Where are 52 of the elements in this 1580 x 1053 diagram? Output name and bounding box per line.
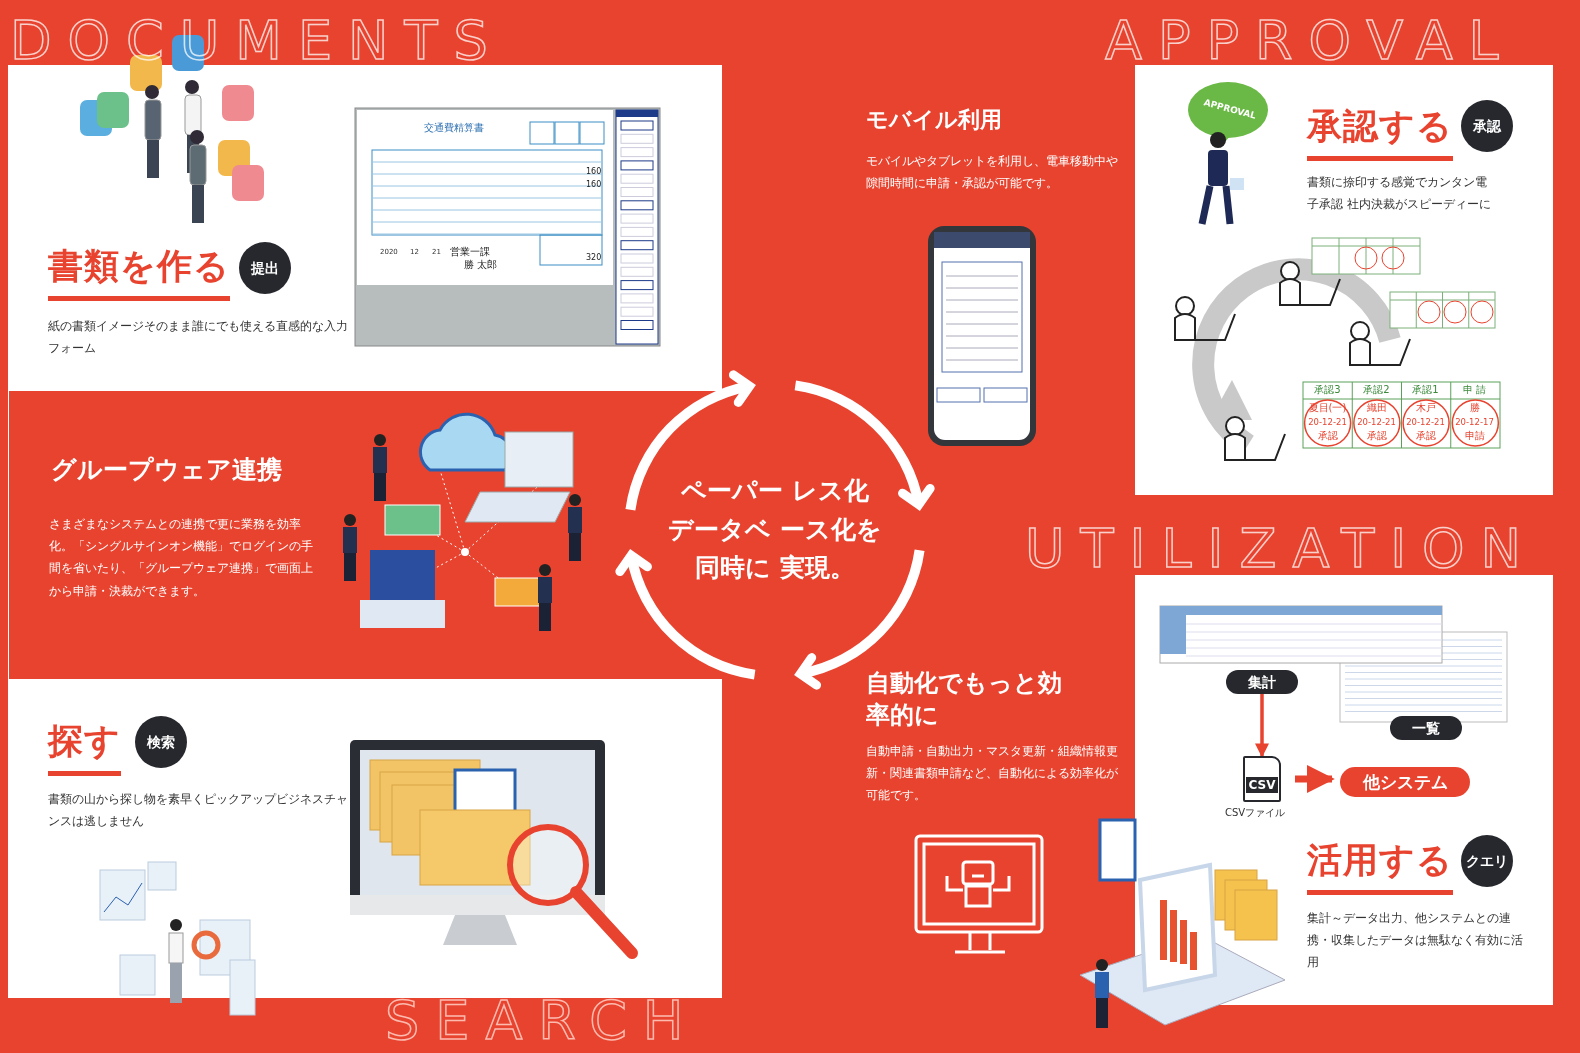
tag-badge: 承認 [1461,100,1513,152]
form-value: 勝 太郎 [464,260,498,270]
stamp-status: 申請 [1463,431,1486,441]
step-pill: 集計 [1226,670,1298,694]
section-heading: 自動化でもっと効率的に [866,668,1063,732]
stamp-date: 20-12-21 [1307,418,1348,427]
stamp-name: 木戸 [1414,403,1437,413]
stamp-name: 織田 [1365,403,1388,413]
stamp-name: 勝 [1468,403,1481,413]
section-heading: グループウェア連携 [51,454,282,486]
stamp-date: 20-12-21 [1405,418,1446,427]
stamp-header: 申 請 [1461,385,1488,395]
description-text: モバイルやタブレットを利用し、電車移動中や隙間時間に申請・承認が可能です。 [866,153,1119,193]
form-value: 320 [586,254,602,262]
stamp-status: 承認 [1365,431,1388,441]
section-watermark-word: APPROVAL [1105,14,1515,68]
section-heading: 承認する [1307,103,1453,161]
description-text: 自動申請・自動出力・マスタ更新・組織情報更新・関連書類申請など、自動化による効率化が可能です。 [866,743,1119,805]
description-text: 書類に捺印する感覚でカンタン電子承認 社内決裁がスピーディーに [1307,174,1492,214]
stamp-header: 承認2 [1362,385,1391,395]
description-text: 書類の山から探し物を素早くピックアップビジネスチャンスは逃しません [48,791,348,831]
section-heading: モバイル利用 [866,106,1002,134]
section-heading: 探す [48,718,121,776]
tag-badge: クエリ [1461,835,1513,887]
section-watermark-word: SEARCH [385,994,700,1048]
slogan-text: ペーパー レス化 [681,474,869,507]
description-text: 集計～データ出力、他システムとの連携・収集したデータは無駄なく有効に活用 [1307,910,1524,972]
csv-file-icon: CSV [1243,756,1281,802]
stamp-status: 承認 [1414,431,1437,441]
section-watermark-word: DOCUMENTS [10,14,504,68]
stamp-date: 20-12-21 [1356,418,1397,427]
stamp-header: 承認1 [1411,385,1440,395]
slogan-text: データベ ース化を [668,513,882,546]
section-heading: 活用する [1307,837,1453,895]
stamp-date: 20-12-17 [1454,418,1495,427]
form-value: 160 [586,181,602,189]
tag-badge: 提出 [239,242,291,294]
file-caption: CSVファイル [1225,808,1286,818]
form-value: 営業一課 [450,247,490,257]
stamp-header: 承認3 [1313,385,1342,395]
form-title: 交通費精算書 [424,123,484,133]
description-text: さまざまなシステムとの連携で更に業務を効率化。「シングルサインオン機能」でログインの手間を省いたり、「グループウェア連携」で画面上から申請・決裁ができます。 [49,516,314,600]
slogan-text: 同時に 実現。 [695,552,855,585]
form-value: 160 [586,168,602,176]
section-watermark-word: UTILIZATION [1025,522,1537,576]
stamp-status: 承認 [1316,431,1339,441]
tag-badge: 検索 [135,716,187,768]
arrow [1255,694,1269,758]
description-text: 紙の書類イメージそのまま誰にでも使える直感的な入力フォーム [48,318,348,358]
step-pill: 一覧 [1390,716,1462,740]
section-heading: 書類を作る [48,243,230,301]
target-pill: 他システム [1340,767,1470,797]
